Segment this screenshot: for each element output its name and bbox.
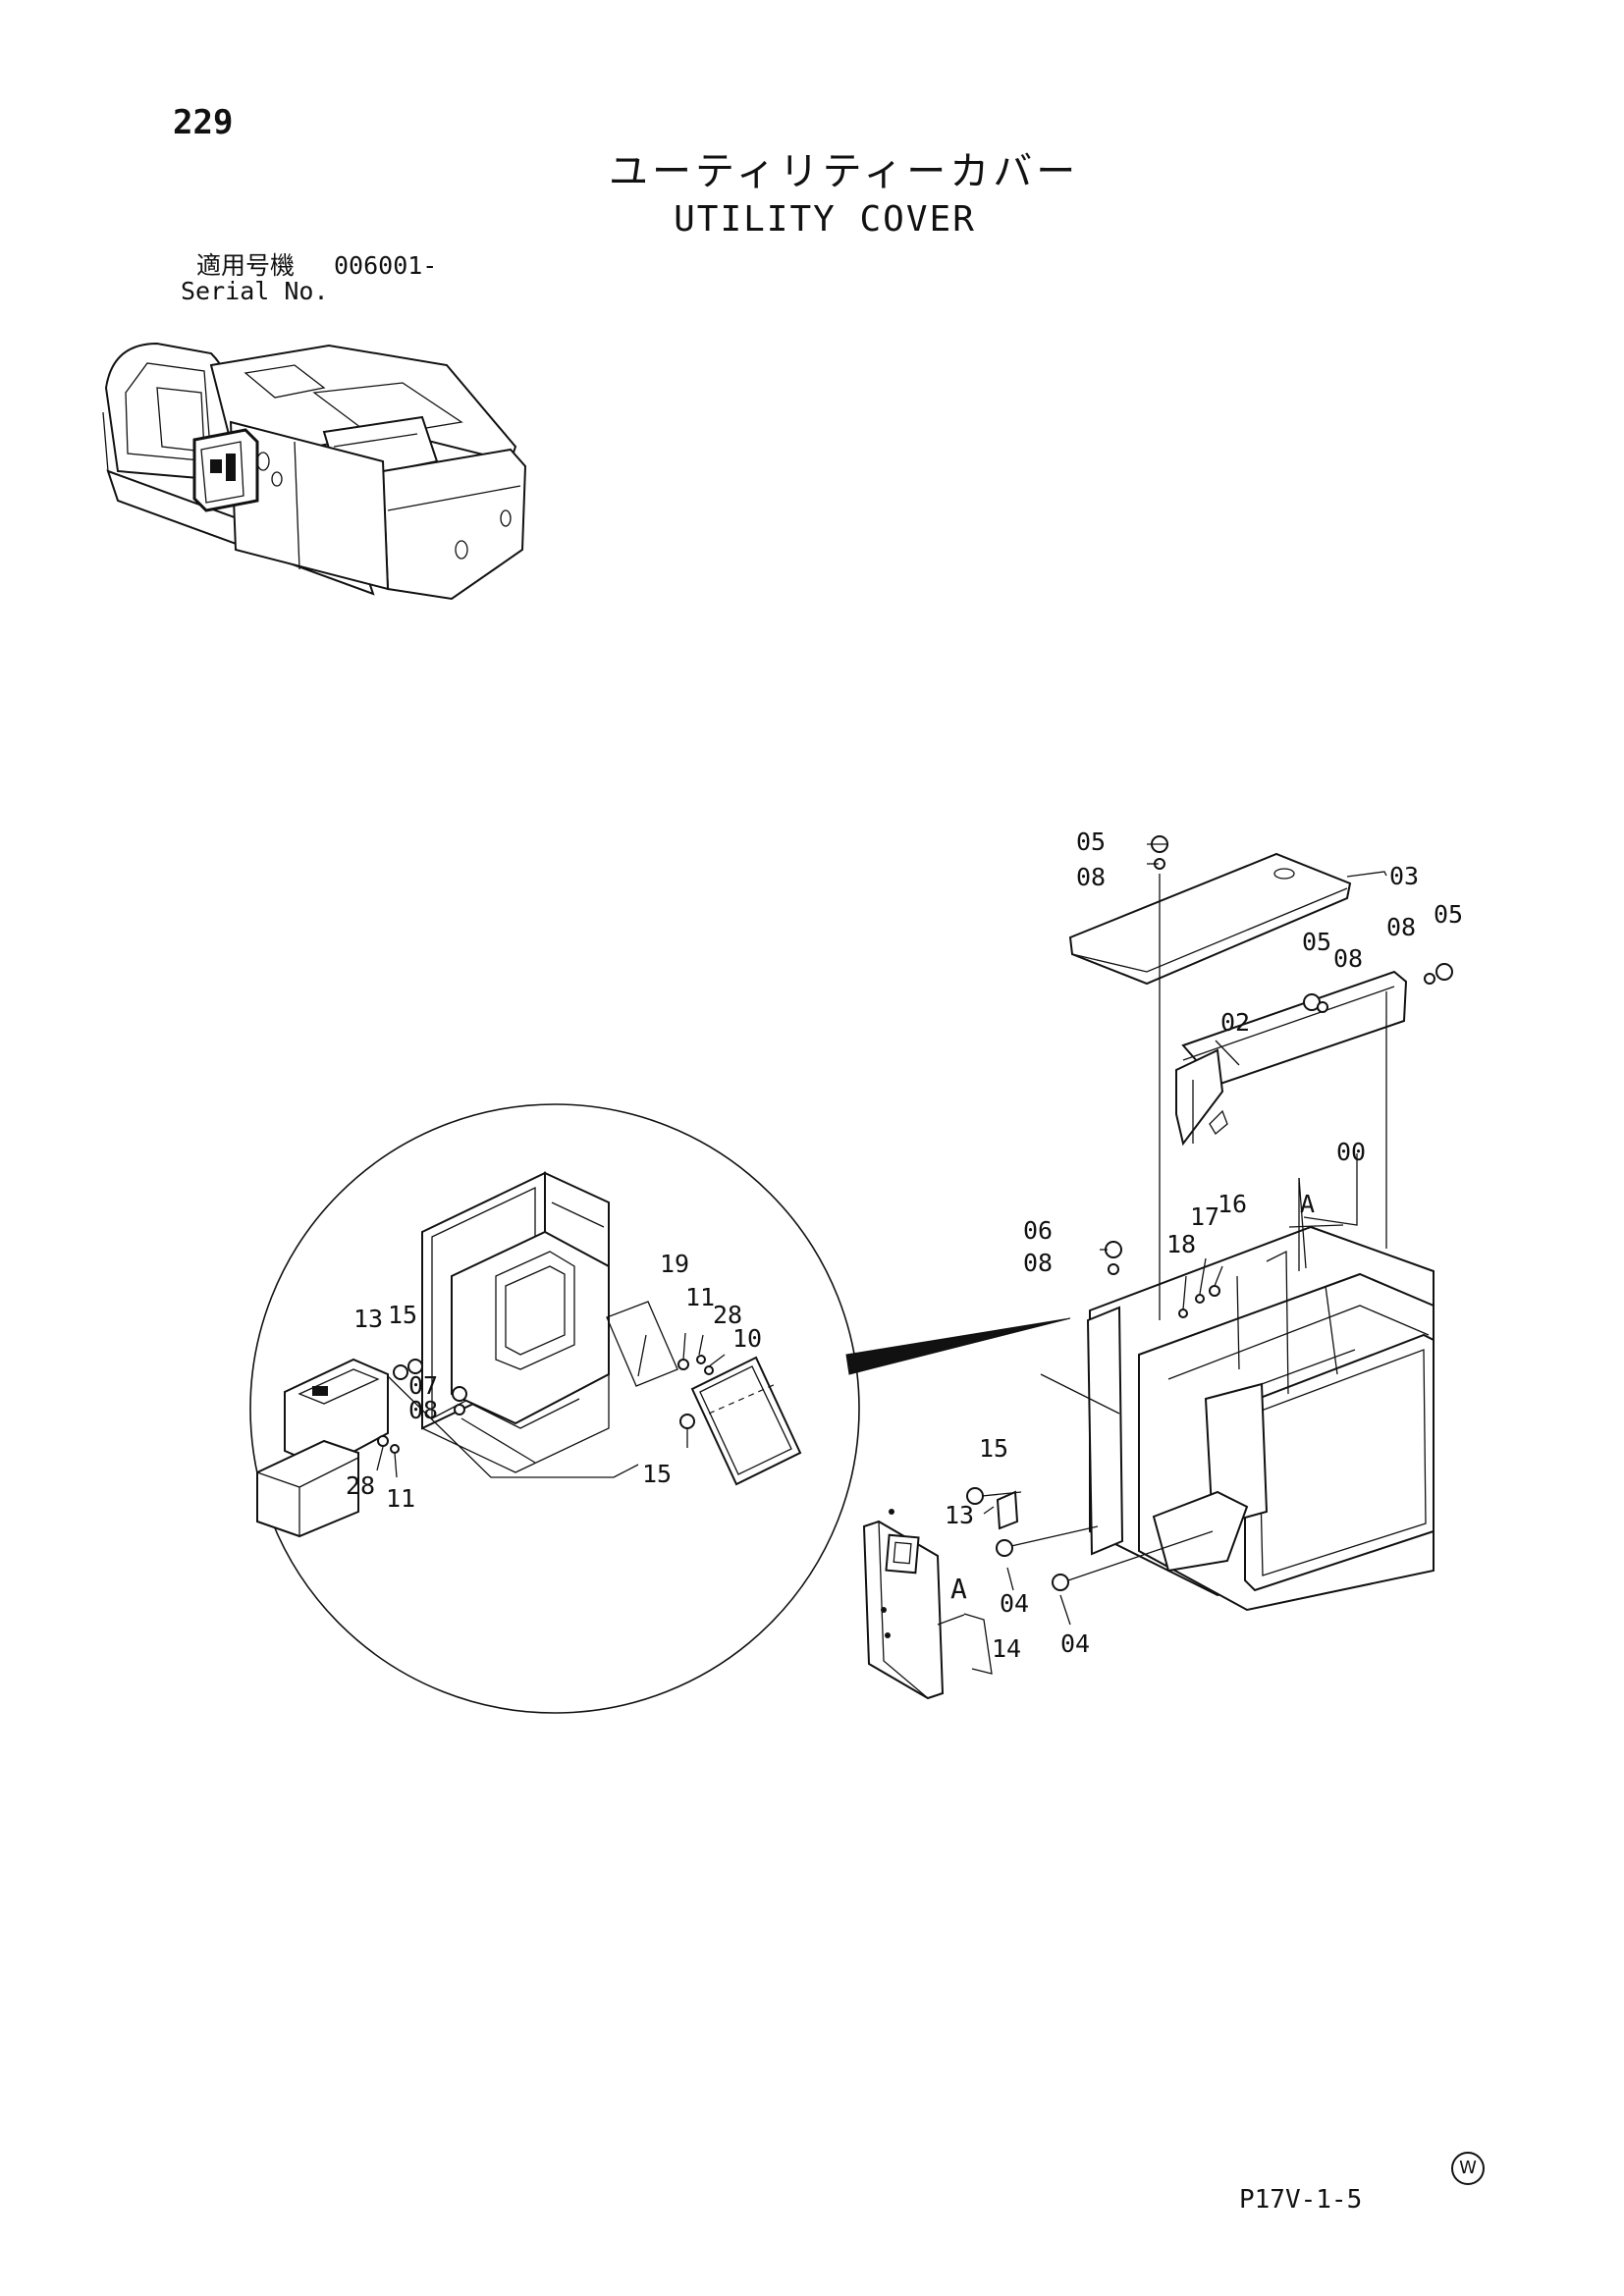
serial-number-value: 006001- bbox=[334, 251, 438, 280]
callout-08: 08 bbox=[1076, 863, 1106, 891]
callout-08: 08 bbox=[1333, 944, 1363, 973]
callout-28: 28 bbox=[346, 1471, 375, 1500]
callout-11: 11 bbox=[386, 1484, 415, 1513]
callout-15: 15 bbox=[979, 1434, 1008, 1463]
excavator-overview-illustration bbox=[102, 342, 527, 601]
callout-04: 04 bbox=[1060, 1629, 1090, 1658]
callout-11: 11 bbox=[685, 1283, 715, 1311]
serial-label-japanese: 適用号機 bbox=[196, 251, 296, 280]
callout-19: 19 bbox=[660, 1250, 689, 1278]
callout-17: 17 bbox=[1190, 1202, 1219, 1231]
page-title-japanese: ユーティリティーカバー bbox=[609, 149, 1080, 194]
callout-13: 13 bbox=[945, 1501, 974, 1529]
callout-labels: 05 08 03 08 05 05 08 02 00 A 06 08 18 17… bbox=[346, 828, 1463, 1663]
page-number: 229 bbox=[173, 103, 234, 142]
callout-04: 04 bbox=[1000, 1589, 1029, 1618]
serial-label: Serial No. bbox=[181, 277, 329, 305]
callout-00: 00 bbox=[1336, 1138, 1366, 1166]
callout-02: 02 bbox=[1220, 1008, 1250, 1037]
callout-08: 08 bbox=[1023, 1249, 1053, 1277]
callout-05: 05 bbox=[1302, 928, 1331, 956]
callout-08: 08 bbox=[1386, 913, 1416, 941]
callout-03: 03 bbox=[1389, 862, 1419, 890]
callout-a: A bbox=[1300, 1190, 1315, 1218]
callout-06: 06 bbox=[1023, 1216, 1053, 1245]
page-title: UTILITY COVER bbox=[674, 199, 976, 240]
callout-05: 05 bbox=[1434, 900, 1463, 929]
watermark-w-icon: W bbox=[1451, 2152, 1485, 2185]
callout-a: A bbox=[950, 1573, 967, 1605]
callout-07: 07 bbox=[408, 1371, 438, 1400]
callout-13: 13 bbox=[353, 1305, 383, 1333]
callout-15: 15 bbox=[642, 1460, 672, 1488]
callout-05: 05 bbox=[1076, 828, 1106, 856]
callout-14: 14 bbox=[992, 1634, 1021, 1663]
callout-28: 28 bbox=[713, 1301, 742, 1329]
callout-18: 18 bbox=[1166, 1230, 1196, 1258]
callout-10: 10 bbox=[732, 1324, 762, 1353]
callout-16: 16 bbox=[1218, 1190, 1247, 1218]
main-assembly bbox=[862, 835, 1453, 1700]
callout-15: 15 bbox=[388, 1301, 417, 1329]
detail-parts bbox=[256, 1171, 802, 1538]
callout-08: 08 bbox=[408, 1396, 438, 1424]
detail-circle bbox=[249, 1103, 1071, 1714]
page-footer-code: P17V-1-5 bbox=[1239, 2185, 1363, 2215]
